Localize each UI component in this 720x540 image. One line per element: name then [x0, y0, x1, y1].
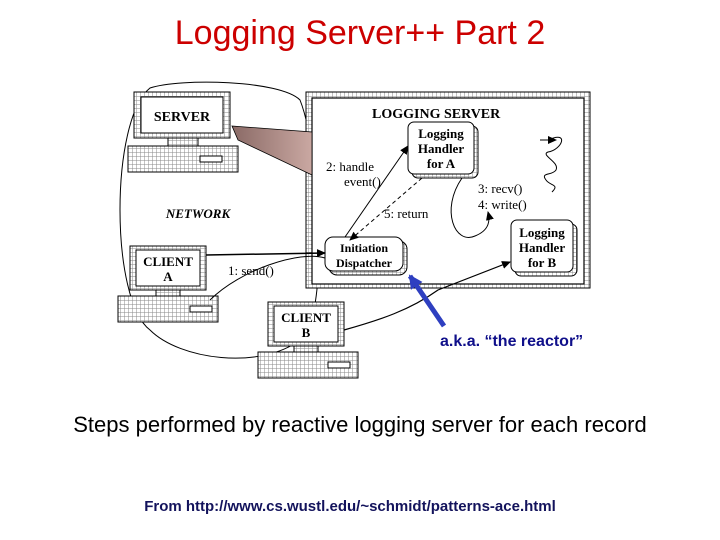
handler-b-line1: Logging: [519, 225, 565, 240]
server-label: SERVER: [154, 110, 211, 125]
step-1-label: 1: send(): [228, 263, 274, 278]
handle-event-arrow: [344, 145, 409, 238]
recv-write-loop: [450, 177, 494, 238]
slide-caption: Steps performed by reactive logging serv…: [73, 412, 647, 437]
dispatcher-box: Initiation Dispatcher: [324, 236, 408, 276]
client-a-label-line2: A: [163, 269, 173, 284]
dispatcher-line1: Initiation: [340, 241, 388, 255]
client-b-label-line1: CLIENT: [281, 310, 331, 325]
logging-server-label: LOGGING SERVER: [372, 107, 501, 122]
step-3-label: 3: recv(): [478, 181, 522, 196]
client-a-computer: CLIENT A: [117, 245, 219, 323]
send-arrow: [205, 249, 326, 258]
reactor-pointer-arrow: [407, 274, 447, 328]
handler-b-line3: for B: [528, 255, 557, 270]
server-computer: SERVER: [127, 91, 239, 173]
client-b-label-line2: B: [302, 325, 311, 340]
client-link-curve: [209, 255, 326, 301]
source-citation: From http://www.cs.wustl.edu/~schmidt/pa…: [144, 498, 556, 515]
step-5-label: 5: return: [384, 206, 429, 221]
client-b-arrow: [343, 261, 511, 331]
reactor-note: a.k.a. “the reactor”: [440, 333, 583, 350]
client-a-label-line1: CLIENT: [143, 254, 193, 269]
dispatcher-line2: Dispatcher: [336, 256, 393, 270]
handler-a-line1: Logging: [418, 126, 464, 141]
handler-a-line3: for A: [427, 156, 456, 171]
network-label: NETWORK: [165, 206, 232, 221]
step-2-label-line2: event(): [344, 174, 381, 189]
handler-a-line2: Handler: [418, 141, 464, 156]
return-arrow: [349, 177, 423, 241]
handler-b-box: Logging Handler for B: [510, 219, 578, 277]
handler-a-box: Logging Handler for A: [407, 121, 479, 179]
step-4-label: 4: write(): [478, 197, 527, 212]
slide-title: Logging Server++ Part 2: [174, 14, 546, 52]
squiggle-mark: [543, 136, 562, 193]
handler-b-line2: Handler: [519, 240, 565, 255]
step-2-label-line1: 2: handle: [326, 159, 374, 174]
client-b-computer: CLIENT B: [257, 301, 359, 379]
server-link-beam: [231, 125, 313, 176]
